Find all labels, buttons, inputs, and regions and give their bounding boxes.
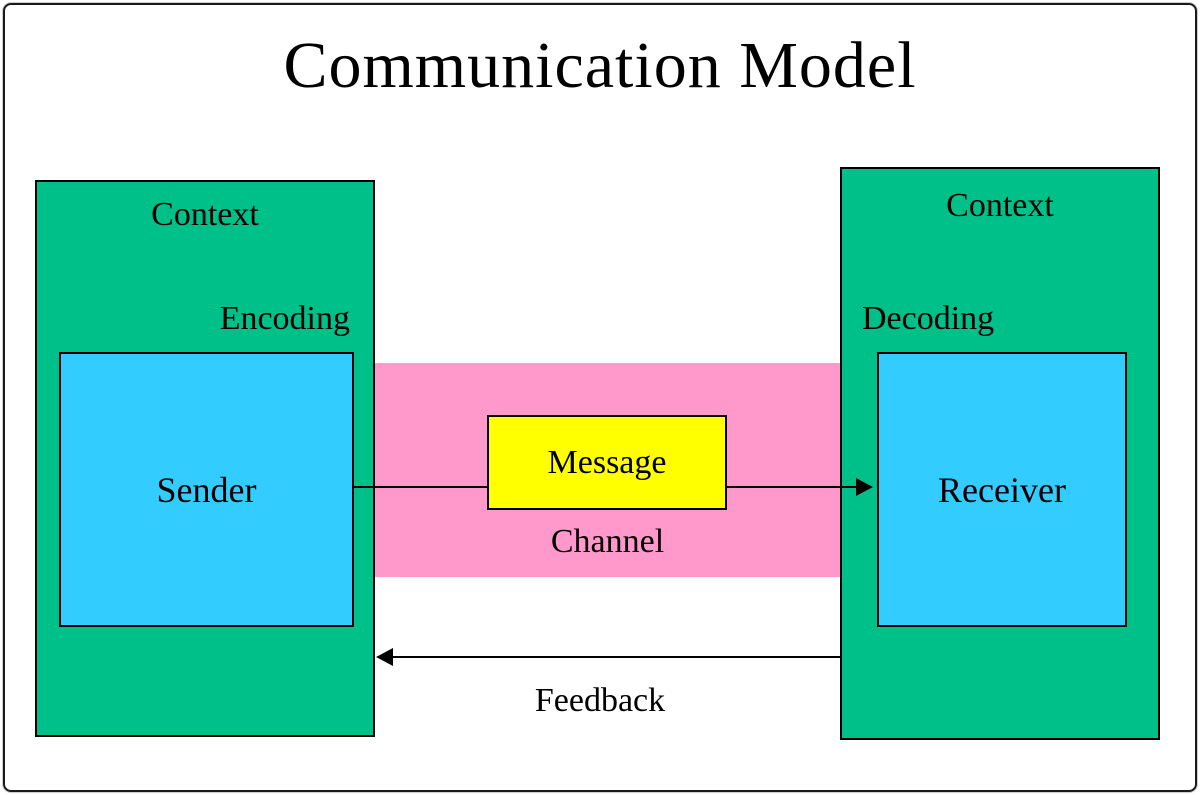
sender-context-label: Context <box>151 196 259 233</box>
receiver-label: Receiver <box>938 469 1066 510</box>
sender-box: Sender <box>59 352 354 627</box>
receiver-box: Receiver <box>877 352 1127 627</box>
feedback-arrow-line <box>392 656 840 658</box>
sender-label: Sender <box>156 469 257 510</box>
message-box: Message <box>487 415 727 510</box>
decoding-label: Decoding <box>862 300 995 337</box>
receiver-context-box: Context Decoding Receiver <box>840 167 1160 740</box>
feedback-label: Feedback <box>534 682 666 719</box>
forward-arrowhead-icon <box>856 478 873 496</box>
channel-label: Channel <box>550 523 665 560</box>
message-label: Message <box>547 443 667 481</box>
diagram-title: Communication Model <box>283 29 917 102</box>
encoding-label: Encoding <box>219 300 350 337</box>
receiver-context-label: Context <box>946 187 1054 224</box>
sender-context-box: Context Encoding Sender <box>35 180 375 737</box>
channel-band: Channel <box>375 363 840 577</box>
feedback-arrowhead-icon <box>376 648 393 666</box>
